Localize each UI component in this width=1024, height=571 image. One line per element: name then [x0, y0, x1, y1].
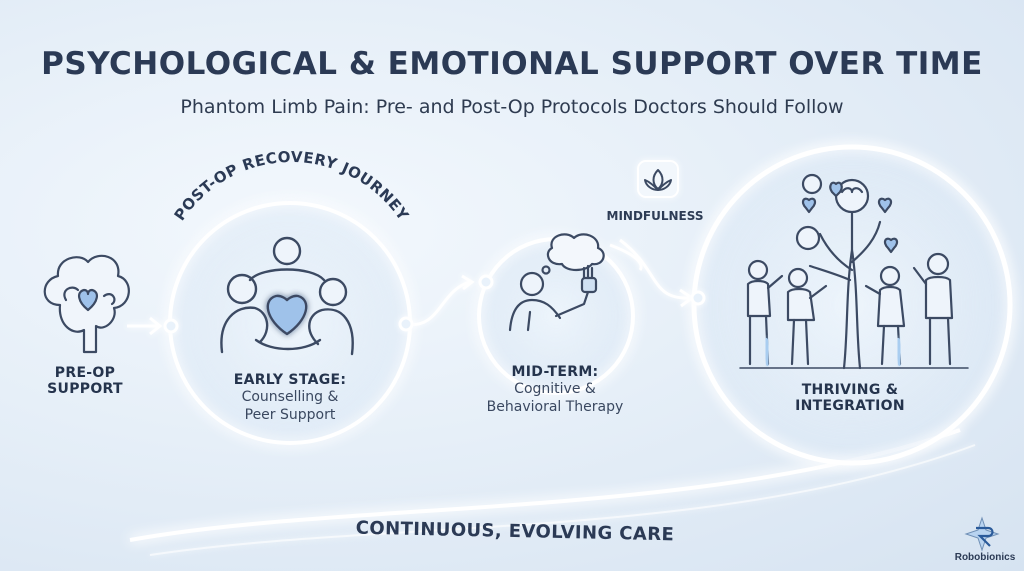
- thriving-line2: INTEGRATION: [795, 398, 905, 414]
- early-stage-label: EARLY STAGE: Counselling & Peer Support: [205, 372, 375, 424]
- pre-op-line2: SUPPORT: [47, 381, 123, 397]
- mid-term-line2: Behavioral Therapy: [486, 399, 624, 415]
- brain-heart-icon: [43, 254, 130, 354]
- thriving-label: THRIVING & INTEGRATION: [775, 382, 925, 414]
- mindfulness-label: MINDFULNESS: [606, 209, 704, 223]
- brand-name: Robobionics: [954, 552, 1016, 563]
- early-stage-line1: Counselling &: [241, 389, 339, 405]
- pre-op-line1: PRE-OP: [54, 365, 116, 381]
- thought-bubble-person-icon: [508, 233, 605, 332]
- thriving-line1: THRIVING &: [801, 382, 899, 398]
- group-hug-icon: [220, 236, 354, 356]
- mid-term-heading: MID-TERM:: [511, 364, 599, 380]
- page-subtitle: Phantom Limb Pain: Pre- and Post-Op Prot…: [180, 96, 844, 118]
- early-stage-heading: EARLY STAGE:: [233, 372, 347, 388]
- robobionics-logo: [964, 516, 1000, 552]
- node-dots: [163, 274, 706, 334]
- mid-term-line1: Cognitive &: [514, 381, 596, 397]
- mid-term-label: MID-TERM: Cognitive & Behavioral Therapy: [465, 364, 645, 416]
- lotus-icon: [637, 160, 679, 198]
- bottom-swoosh-2: [149, 444, 976, 556]
- page-title: PSYCHOLOGICAL & EMOTIONAL SUPPORT OVER T…: [41, 46, 983, 82]
- pre-op-label: PRE-OP SUPPORT: [30, 365, 140, 397]
- early-stage-line2: Peer Support: [244, 407, 336, 423]
- thriving-circle: [691, 144, 1013, 466]
- tree-people-icon: [739, 173, 969, 370]
